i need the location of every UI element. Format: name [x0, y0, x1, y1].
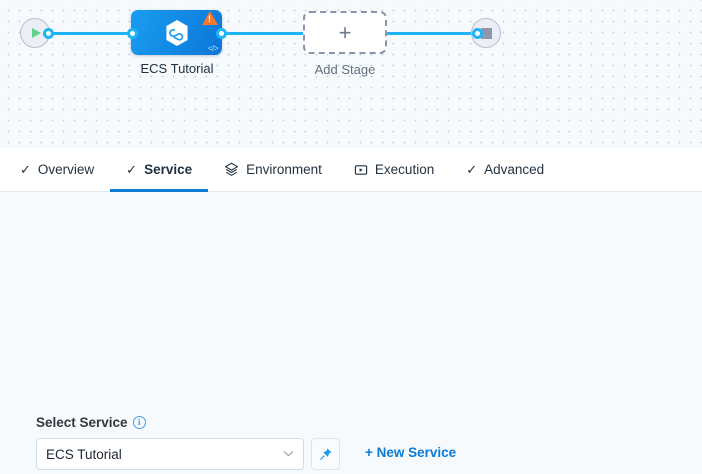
play-box-icon	[354, 163, 368, 177]
connector-dot-start[interactable]	[43, 28, 54, 39]
hexagon-infinity-icon	[165, 19, 188, 46]
connector-dot-stage-in[interactable]	[127, 28, 138, 39]
tab-environment[interactable]: Environment	[208, 148, 338, 192]
play-icon	[32, 28, 41, 38]
plus-icon: +	[338, 19, 352, 45]
info-icon[interactable]: i	[132, 416, 146, 429]
stage-tabs: ✓ Overview ✓ Service Environment Executi…	[0, 148, 702, 192]
connector-line-3	[386, 32, 478, 35]
layers-icon	[224, 162, 239, 177]
check-icon: ✓	[126, 161, 138, 177]
tab-environment-label: Environment	[246, 162, 322, 177]
check-icon: ✓	[466, 161, 478, 177]
warning-glyph: !	[208, 14, 211, 24]
service-select[interactable]: ECS Tutorial	[36, 438, 304, 470]
warning-triangle-icon	[202, 11, 218, 25]
select-service-label: Select Service i	[36, 415, 146, 430]
connector-dot-stage-out[interactable]	[216, 28, 227, 39]
check-icon: ✓	[20, 161, 31, 177]
add-stage-label: Add Stage	[314, 62, 376, 77]
tab-service[interactable]: ✓ Service	[110, 148, 209, 192]
tab-service-label: Service	[144, 162, 193, 177]
code-brackets-icon: </>	[207, 44, 219, 53]
chevron-down-icon	[283, 449, 294, 460]
pipeline-canvas[interactable]: ! </> ECS Tutorial + Add Stage	[0, 0, 702, 148]
stop-square-icon	[480, 27, 492, 39]
service-select-group: ECS Tutorial	[36, 438, 340, 470]
tab-advanced[interactable]: ✓ Advanced	[450, 148, 560, 192]
stage-node-label: ECS Tutorial	[140, 61, 214, 76]
tab-overview-label: Overview	[37, 162, 95, 177]
add-stage-node[interactable]: +	[303, 11, 387, 54]
connector-line-1	[48, 32, 138, 35]
tab-advanced-label: Advanced	[484, 162, 545, 177]
connector-dot-end[interactable]	[472, 28, 483, 39]
pin-service-button[interactable]	[311, 438, 340, 470]
tab-execution[interactable]: Execution	[338, 148, 450, 192]
service-step-panel: Select Service i ECS Tutorial + New Serv…	[0, 192, 702, 474]
tab-execution-label: Execution	[374, 162, 435, 177]
tab-overview[interactable]: ✓ Overview	[0, 148, 110, 192]
stage-node-ecs-tutorial[interactable]: ! </>	[131, 10, 222, 55]
pin-icon	[319, 448, 332, 460]
new-service-link[interactable]: + New Service	[365, 445, 457, 460]
select-service-label-text: Select Service	[36, 415, 128, 430]
connector-line-2	[222, 32, 304, 35]
service-select-value: ECS Tutorial	[46, 446, 122, 462]
